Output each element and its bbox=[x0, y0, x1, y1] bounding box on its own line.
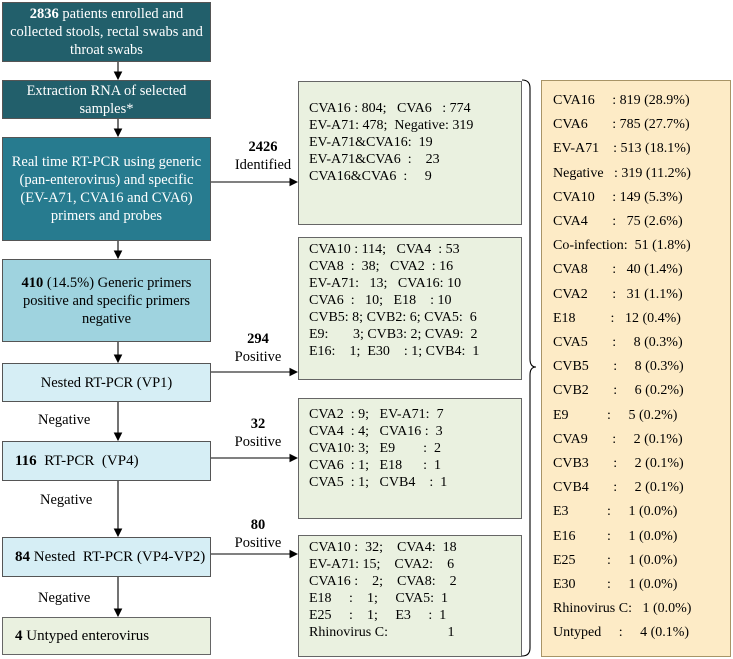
vp4-positive-count: 32 bbox=[250, 416, 266, 432]
nested-vp1-box: Nested RT-PCR (VP1) bbox=[2, 363, 211, 402]
vp4vp2-box: 84 Nested RT-PCR (VP4-VP2) bbox=[2, 537, 211, 577]
identified-label: 2426 Identified bbox=[228, 138, 298, 174]
vp4vp2-results-box: CVA10 : 32; CVA4: 18 EV-A71: 15; CVA2: 6 C… bbox=[298, 535, 522, 657]
untyped-count: 4 bbox=[15, 627, 23, 644]
result-line: CVA16&CVA6 : 9 bbox=[309, 169, 432, 184]
untyped-text: Untyped enterovirus bbox=[22, 627, 150, 644]
result-line: CVA5 : 1; CVB4 : 1 bbox=[309, 475, 448, 490]
extraction-text: Extraction RNA of selected samples* bbox=[26, 82, 187, 117]
result-line: CVA8 : 38; CVA2 : 16 bbox=[309, 259, 454, 274]
vp4-results-box: CVA2 : 9; EV-A71: 7 CVA4 : 4; CVA16 : 3 CV… bbox=[298, 398, 522, 519]
total-line: CVA9 : 2 (0.1%) bbox=[553, 431, 683, 447]
result-line: Rhinovirus C: 1 bbox=[309, 625, 455, 640]
rtpcr-text: Real time RT-PCR using generic (pan-ente… bbox=[11, 154, 202, 224]
total-line: CVB2 : 6 (0.2%) bbox=[553, 383, 684, 399]
vp4-count: 116 bbox=[15, 452, 37, 469]
enrollment-box: 2836 patients enrolled and collected sto… bbox=[2, 2, 211, 62]
vp4vp2-count: 84 bbox=[15, 548, 30, 565]
result-line: EV-A71: 478; Negative: 319 bbox=[309, 118, 474, 133]
total-line: Rhinovirus C: 1 (0.0%) bbox=[553, 601, 692, 617]
generic-count: 410 bbox=[21, 274, 44, 291]
total-line: CVA2 : 31 (1.1%) bbox=[553, 286, 683, 302]
total-line: EV-A71 : 513 (18.1%) bbox=[553, 141, 691, 157]
vp4-positive-text: Positive bbox=[234, 434, 282, 450]
vp4vp2-positive-text: Positive bbox=[234, 535, 282, 551]
total-line: CVA5 : 8 (0.3%) bbox=[553, 335, 683, 350]
extraction-box: Extraction RNA of selected samples* bbox=[2, 80, 211, 119]
result-line: EV-A71: 13; CVA16: 10 bbox=[309, 276, 462, 291]
vp4vp2-positive-count: 80 bbox=[250, 517, 266, 533]
result-line: CVA10 : 114; CVA4 : 53 bbox=[309, 242, 460, 257]
negative-label-3: Negative bbox=[38, 590, 91, 606]
vp4-box: 116 RT-PCR (VP4) bbox=[2, 441, 211, 481]
vp4-results-list: CVA2 : 9; EV-A71: 7 CVA4 : 4; CVA16 : 3 CV… bbox=[309, 406, 521, 491]
result-line: E25 : 1; E3 : 1 bbox=[309, 608, 447, 623]
total-line: CVA10 : 149 (5.3%) bbox=[553, 189, 683, 205]
untyped-box: 4 Untyped enterovirus bbox=[2, 617, 211, 655]
result-line: CVA16 : 2; CVA8: 2 bbox=[309, 574, 457, 589]
vp1-positive-count: 294 bbox=[247, 331, 269, 347]
result-line: CVA6 : 10; E18 : 10 bbox=[309, 293, 452, 308]
vp1-positive-label: 294 Positive bbox=[228, 330, 288, 366]
result-line: E16: 1; E30 : 1; CVB4: 1 bbox=[309, 344, 480, 359]
total-line: E25 : 1 (0.0%) bbox=[553, 552, 678, 568]
total-line: CVA8 : 40 (1.4%) bbox=[553, 262, 683, 278]
nested-vp1-text: Nested RT-PCR (VP1) bbox=[40, 374, 173, 391]
rtpcr-box: Real time RT-PCR using generic (pan-ente… bbox=[2, 137, 211, 241]
vp4vp2-results-list: CVA10 : 32; CVA4: 18 EV-A71: 15; CVA2: 6 C… bbox=[309, 539, 521, 641]
result-line: CVA6 : 1; E18 : 1 bbox=[309, 458, 441, 473]
result-line: EV-A71&CVA6 : 23 bbox=[309, 152, 440, 167]
vp1-results-list: CVA10 : 114; CVA4 : 53 CVA8 : 38; CVA2 : … bbox=[309, 241, 521, 360]
result-line: CVA4 : 4; CVA16 : 3 bbox=[309, 424, 443, 439]
vp4vp2-text: Nested RT-PCR (VP4-VP2) bbox=[30, 548, 206, 565]
identified-count: 2426 bbox=[248, 139, 278, 155]
total-line: Negative : 319 (11.2%) bbox=[553, 165, 691, 181]
total-line: E3 : 1 (0.0%) bbox=[553, 504, 678, 520]
summary-brace bbox=[521, 79, 537, 657]
identified-text: Identified bbox=[234, 157, 292, 173]
generic-text: (14.5%) Generic primers positive and spe… bbox=[22, 274, 192, 327]
vp4-text: RT-PCR (VP4) bbox=[36, 452, 139, 469]
negative-label-2: Negative bbox=[40, 492, 93, 508]
enrollment-count: 2836 bbox=[29, 6, 59, 22]
vp4vp2-positive-label: 80 Positive bbox=[228, 516, 288, 552]
result-line: E18 : 1; CVA5: 1 bbox=[309, 591, 448, 606]
result-line: CVA10: 3; E9 : 2 bbox=[309, 441, 441, 456]
total-line: CVB3 : 2 (0.1%) bbox=[553, 456, 684, 471]
result-line: CVB5: 8; CVB2: 6; CVA5: 6 bbox=[309, 310, 477, 325]
total-line: Untyped : 4 (0.1%) bbox=[553, 625, 690, 641]
total-line: Co-infection: 51 (1.8%) bbox=[553, 238, 691, 254]
totals-box: CVA16 : 819 (28.9%) CVA6 : 785 (27.7%) EV-… bbox=[541, 80, 731, 657]
total-line: CVA16 : 819 (28.9%) bbox=[553, 93, 690, 108]
result-line: CVA16 : 804; CVA6 : 774 bbox=[309, 101, 471, 116]
generic-positive-box: 410 (14.5%) Generic primers positive and… bbox=[2, 259, 211, 342]
result-line: E9: 3; CVB3: 2; CVA9: 2 bbox=[309, 327, 478, 342]
vp1-positive-text: Positive bbox=[234, 349, 282, 365]
total-line: CVB4 : 2 (0.1%) bbox=[553, 480, 684, 496]
total-line: E30 : 1 (0.0%) bbox=[553, 577, 678, 592]
total-line: E18 : 12 (0.4%) bbox=[553, 310, 681, 326]
result-line: CVA2 : 9; EV-A71: 7 bbox=[309, 407, 444, 422]
result-line: CVA10 : 32; CVA4: 18 bbox=[309, 540, 457, 555]
negative-label-1: Negative bbox=[38, 412, 91, 428]
total-line: E16 : 1 (0.0%) bbox=[553, 528, 678, 544]
result-line: EV-A71&CVA16: 19 bbox=[309, 135, 433, 150]
vp1-results-box: CVA10 : 114; CVA4 : 53 CVA8 : 38; CVA2 : … bbox=[298, 237, 522, 380]
vp4-positive-label: 32 Positive bbox=[228, 415, 288, 451]
total-line: CVA4 : 75 (2.6%) bbox=[553, 214, 683, 229]
total-line: E9 : 5 (0.2%) bbox=[553, 407, 678, 423]
result-line: EV-A71: 15; CVA2: 6 bbox=[309, 557, 455, 572]
total-line: CVB5 : 8 (0.3%) bbox=[553, 359, 684, 375]
enrollment-text: patients enrolled and collected stools, … bbox=[10, 6, 203, 58]
total-line: CVA6 : 785 (27.7%) bbox=[553, 117, 690, 133]
